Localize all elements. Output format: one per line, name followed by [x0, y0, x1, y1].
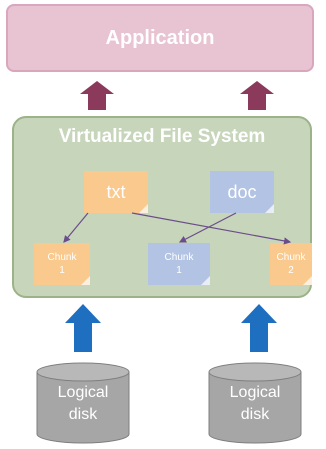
vfs-title: Virtualized File System	[58, 126, 266, 147]
chunk-label: Chunk	[276, 252, 306, 263]
up-arrow-right	[240, 81, 274, 110]
disk-label: Logical disk	[208, 382, 302, 426]
logical-disk-right: Logical disk	[208, 362, 302, 444]
chunk-label: Chunk	[164, 252, 194, 263]
link-txt-chunk2	[131, 212, 292, 245]
chunk-txt-2: Chunk 2	[270, 243, 312, 285]
chunk-number: 2	[288, 265, 294, 276]
chunk-doc-1: Chunk 1	[148, 243, 210, 285]
disk-label: Logical disk	[36, 382, 130, 426]
up-arrow-disk-right	[241, 304, 277, 352]
link-txt-chunk1	[63, 212, 89, 243]
application-box: Application	[6, 4, 314, 72]
file-doc-label: doc	[227, 181, 257, 202]
disk-cylinder-icon	[36, 362, 130, 444]
disk-label-line1: Logical	[57, 384, 109, 401]
chunk-label: Chunk	[47, 252, 77, 263]
up-arrow-left	[80, 81, 114, 110]
link-doc-chunk1	[178, 212, 237, 243]
file-txt-label: txt	[106, 181, 126, 202]
disk-label-line2: disk	[240, 406, 270, 423]
disk-cylinder-icon	[208, 362, 302, 444]
disk-label-line1: Logical	[229, 384, 281, 401]
file-txt: txt	[84, 171, 148, 213]
logical-disk-left: Logical disk	[36, 362, 130, 444]
chunk-number: 1	[59, 265, 65, 276]
application-label: Application	[105, 26, 215, 49]
file-doc: doc	[210, 171, 274, 213]
chunk-number: 1	[176, 265, 182, 276]
disk-label-line2: disk	[68, 406, 98, 423]
up-arrow-disk-left	[65, 304, 101, 352]
chunk-txt-1: Chunk 1	[34, 243, 90, 285]
